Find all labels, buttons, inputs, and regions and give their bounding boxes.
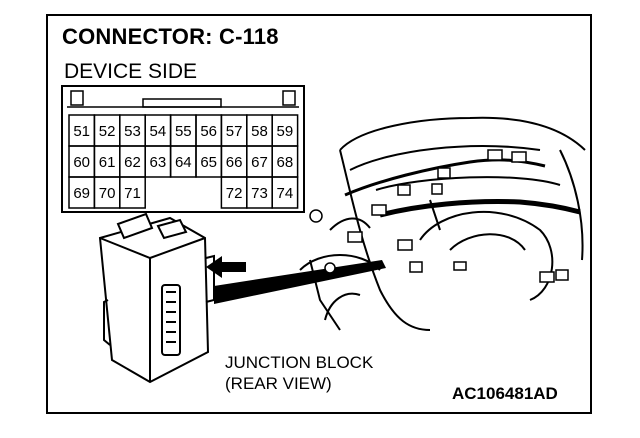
caption-line-2: (REAR VIEW) bbox=[225, 374, 332, 393]
pin-number-66: 66 bbox=[225, 154, 243, 171]
pin-number-67: 67 bbox=[251, 154, 268, 171]
pin-number-73: 73 bbox=[251, 185, 268, 202]
pin-number-56: 56 bbox=[200, 123, 218, 140]
device-side-label: DEVICE SIDE bbox=[64, 60, 198, 83]
leader-wedge bbox=[214, 260, 386, 304]
pin-number-65: 65 bbox=[200, 154, 218, 171]
pin-number-55: 55 bbox=[174, 123, 192, 140]
junction-block-module bbox=[98, 212, 215, 384]
pin-number-64: 64 bbox=[174, 154, 192, 171]
caption-line-1: JUNCTION BLOCK bbox=[225, 353, 374, 372]
pin-number-71: 71 bbox=[124, 185, 141, 202]
pin-number-52: 52 bbox=[98, 123, 116, 140]
junction-block-caption: JUNCTION BLOCK (REAR VIEW) bbox=[225, 352, 373, 394]
pin-number-58: 58 bbox=[251, 123, 268, 140]
pin-number-60: 60 bbox=[73, 154, 91, 171]
pin-number-72: 72 bbox=[225, 185, 243, 202]
pin-number-74: 74 bbox=[276, 185, 294, 202]
figure-code: AC106481AD bbox=[452, 384, 558, 403]
pin-cell-71 bbox=[119, 176, 146, 209]
pin-number-63: 63 bbox=[149, 154, 167, 171]
pin-number-59: 59 bbox=[276, 123, 294, 140]
pin-number-69: 69 bbox=[73, 185, 91, 202]
connector-title: CONNECTOR: C-118 bbox=[62, 24, 279, 49]
pin-number-68: 68 bbox=[276, 154, 294, 171]
pin-number-54: 54 bbox=[149, 123, 167, 140]
connector-outline bbox=[67, 90, 299, 209]
pin-number-61: 61 bbox=[98, 154, 116, 171]
wire-harness bbox=[379, 199, 581, 218]
connector-face: 51 52 53 54 55 56 57 58 59 60 61 62 63 64 65 66 67 68 69 70… bbox=[61, 85, 305, 213]
pointer-arrow bbox=[206, 256, 246, 278]
pin-number-51: 51 bbox=[73, 123, 91, 140]
pin-number-53: 53 bbox=[124, 123, 141, 140]
pin-number-57: 57 bbox=[225, 123, 243, 140]
pin-cell-74 bbox=[271, 176, 299, 209]
dashboard-outline bbox=[299, 116, 586, 331]
pin-number-62: 62 bbox=[124, 154, 141, 171]
pin-number-70: 70 bbox=[98, 185, 116, 202]
